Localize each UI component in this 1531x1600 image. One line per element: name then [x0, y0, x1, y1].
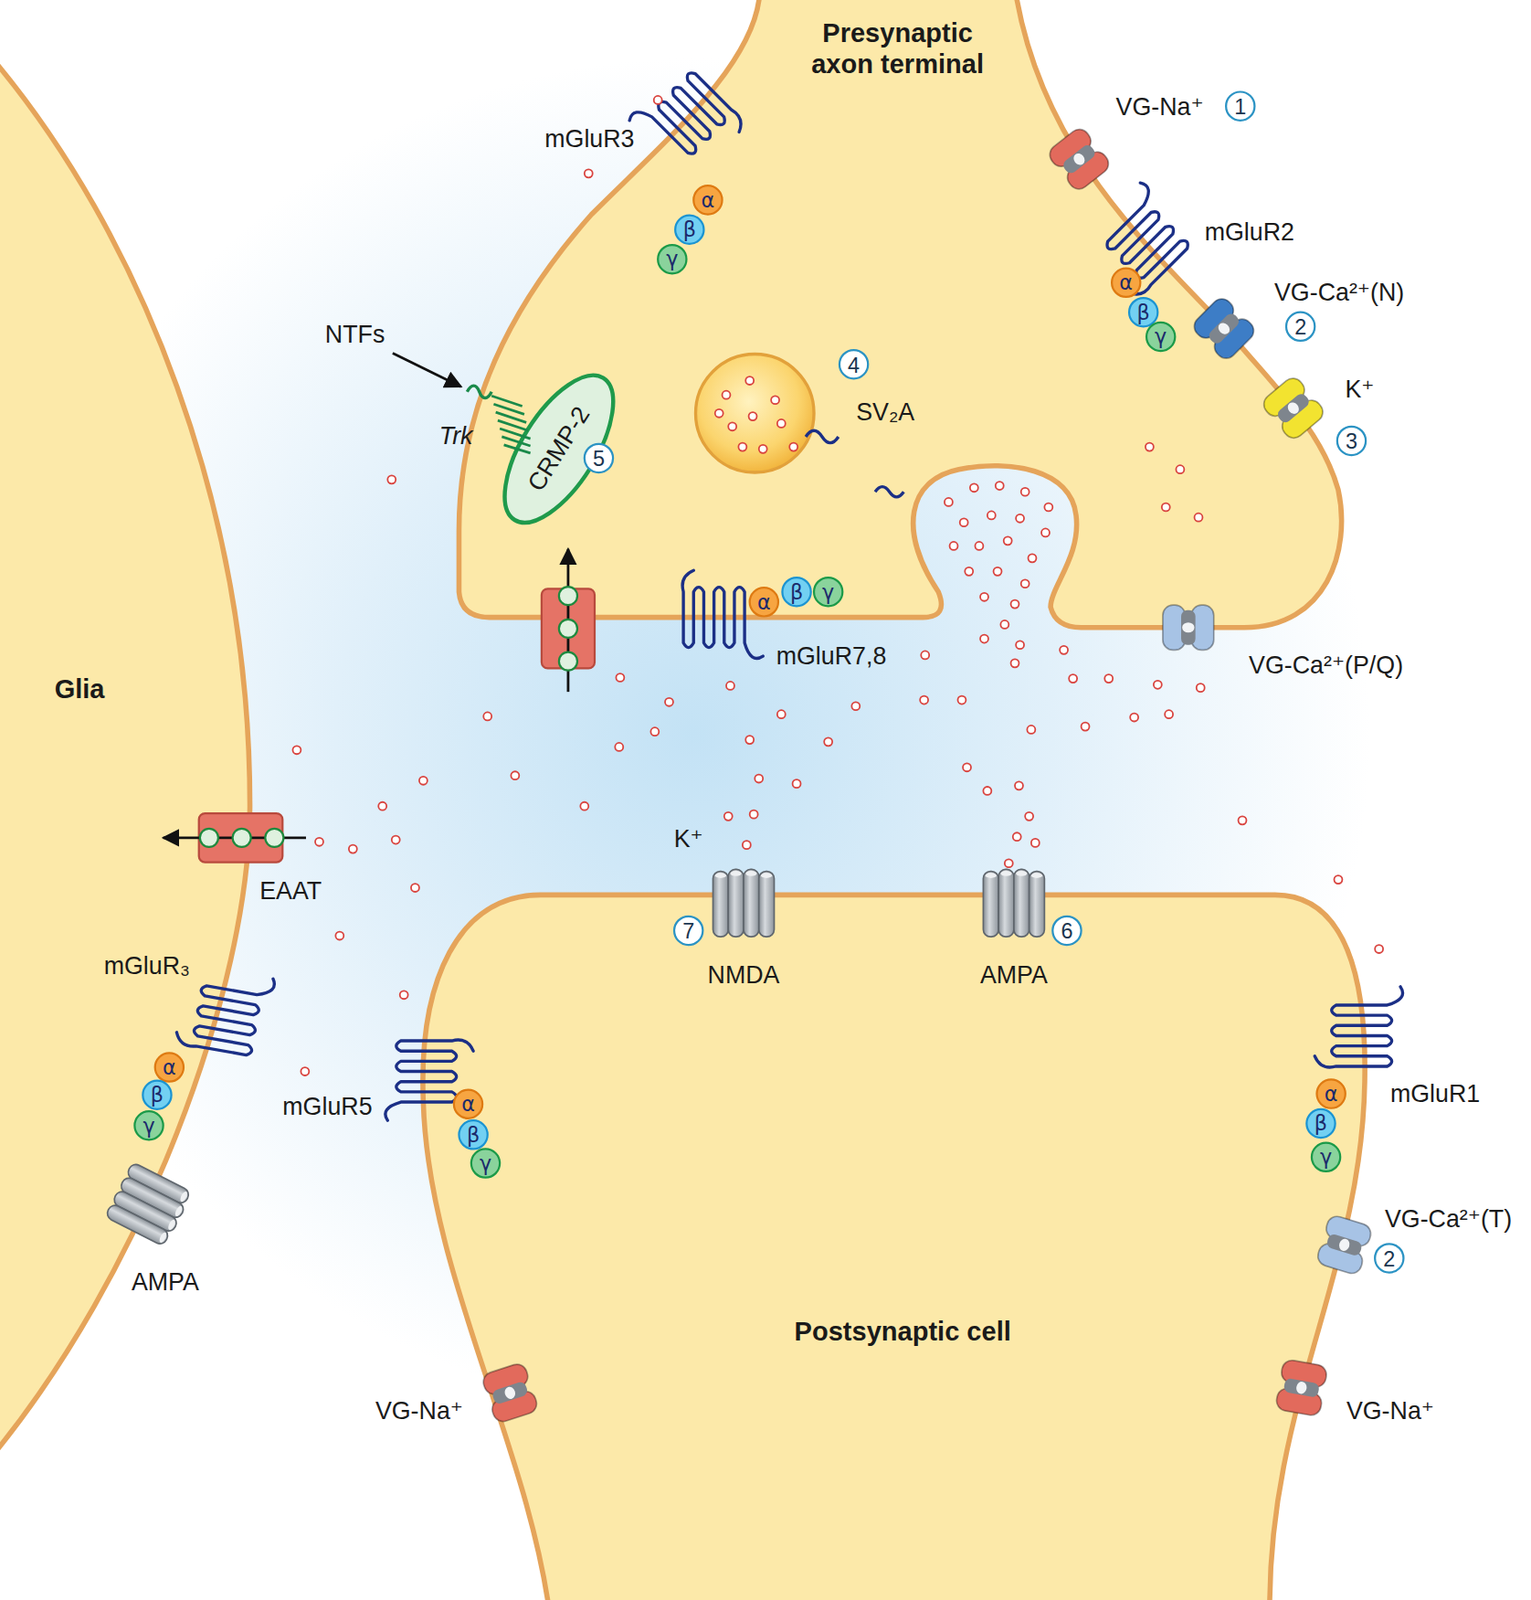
part-label: EAAT	[259, 876, 322, 904]
part-label: VG-Ca²⁺(P/Q)	[1248, 651, 1404, 678]
g-protein-subunit: γ	[470, 1147, 501, 1179]
presynaptic-terminal: Presynaptic axon terminalCRMP-2	[448, 0, 1357, 639]
part-label: VG-Na⁺	[1346, 1397, 1435, 1425]
g-protein-subunit: γ	[1310, 1141, 1341, 1173]
transporter-site	[232, 828, 252, 847]
part-label: mGluR7,8	[776, 642, 887, 669]
g-protein-subunit: γ	[1145, 321, 1176, 353]
transporter-site	[559, 586, 578, 605]
transporter-site	[264, 828, 284, 847]
ampa-receptor	[982, 868, 1045, 937]
node-title: Postsynaptic cell	[792, 1315, 1013, 1348]
g-protein-subunit: α	[154, 1051, 185, 1083]
ntf-arrow	[392, 352, 462, 387]
transporter-site	[200, 828, 219, 847]
part-label: AMPA	[131, 1268, 200, 1296]
glia-cell-outline	[0, 41, 265, 1480]
g-protein-subunit: β	[674, 214, 705, 246]
part-label: mGluR2	[1204, 219, 1295, 246]
part-label: VG-Na⁺	[375, 1397, 464, 1425]
calcium-channel	[1162, 604, 1215, 650]
nmda-receptor	[712, 868, 774, 937]
callout-number: 3	[1336, 425, 1367, 457]
g-protein-subunit: γ	[133, 1109, 164, 1141]
callout-number: 5	[583, 443, 614, 475]
g-protein-subunit: β	[141, 1078, 172, 1110]
g-protein-subunit: γ	[813, 576, 844, 608]
callout-number: 7	[673, 915, 704, 947]
part-label: AMPA	[980, 961, 1048, 989]
node-title: CRMP-2	[522, 401, 595, 497]
g-protein-subunit: α	[749, 586, 780, 618]
g-protein-subunit: α	[692, 184, 723, 216]
g-protein-subunit: α	[1110, 267, 1141, 299]
callout-number: 2	[1285, 311, 1316, 343]
presynaptic-terminal-outline	[448, 0, 1357, 639]
callout-number: 1	[1224, 90, 1256, 122]
part-label: SV₂A	[855, 398, 915, 425]
part-label: VG-Na⁺	[1116, 94, 1204, 121]
g-protein-subunit: α	[453, 1088, 484, 1120]
part-label: NTFs	[325, 321, 385, 349]
callout-number: 2	[1373, 1242, 1405, 1274]
part-label: K⁺	[1344, 376, 1374, 403]
g-protein-subunit: γ	[656, 243, 687, 275]
part-label: VG-Ca²⁺(N)	[1274, 279, 1405, 307]
part-label: mGluR5	[282, 1093, 372, 1120]
postsynaptic-cell-outline	[408, 882, 1383, 1600]
g-protein-subunit: β	[781, 576, 812, 608]
callout-number: 4	[838, 348, 869, 381]
part-label: NMDA	[707, 961, 781, 989]
part-label: K⁺	[674, 824, 704, 852]
transporter-site	[559, 619, 578, 638]
part-label: VG-Ca²⁺(T)	[1384, 1205, 1512, 1233]
glia-cell: Glia	[0, 41, 265, 1480]
postsynaptic-cell: Postsynaptic cell	[408, 882, 1383, 1600]
transporter-site	[559, 652, 578, 671]
part-label: mGluR₃	[104, 952, 191, 980]
g-protein-subunit: α	[1315, 1077, 1346, 1109]
part-label: mGluR1	[1390, 1079, 1480, 1107]
g-protein-subunit: β	[1305, 1108, 1336, 1140]
node-title: Presynaptic axon terminal	[790, 17, 1004, 82]
callout-number: 6	[1051, 915, 1082, 947]
part-label: Trk	[439, 422, 474, 449]
g-protein-subunit: β	[457, 1119, 488, 1151]
part-label: mGluR3	[544, 125, 634, 152]
node-title: Glia	[54, 673, 106, 706]
